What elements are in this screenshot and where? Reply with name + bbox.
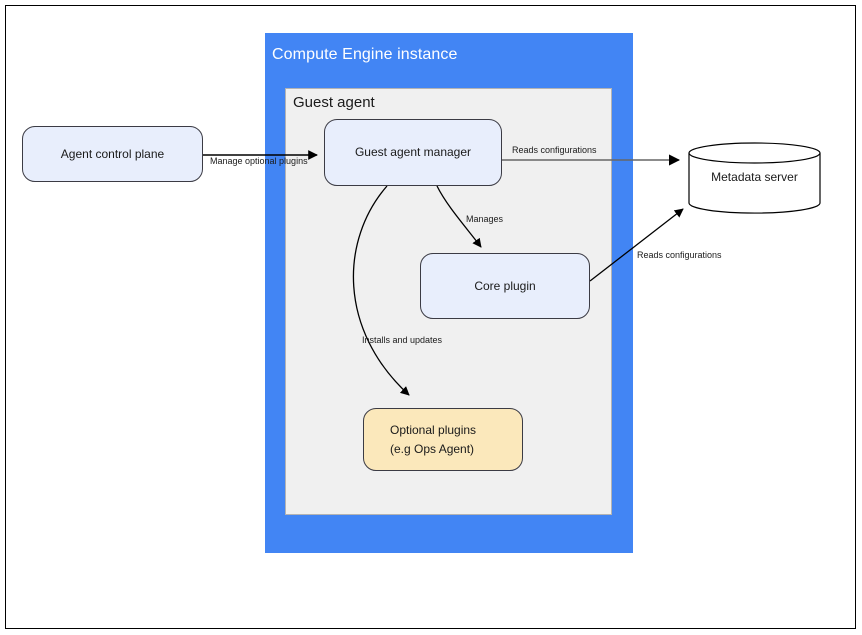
node-guest-agent-manager[interactable]: Guest agent manager	[324, 119, 502, 186]
node-metadata-server[interactable]	[688, 142, 821, 214]
node-optional-plugins[interactable]: Optional plugins (e.g Ops Agent)	[363, 408, 523, 471]
node-optional-plugins-label-line1: Optional plugins	[390, 422, 477, 437]
edge-label-installs-and-updates: Installs and updates	[362, 335, 443, 345]
node-optional-plugins-label-line2: (e.g Ops Agent)	[390, 441, 475, 456]
guest-agent-label: Guest agent	[293, 94, 375, 111]
edge-label-manage-optional-plugins: Manage optional plugins	[210, 156, 308, 166]
edge-label-reads-configurations-core: Reads configurations	[637, 250, 722, 260]
node-guest-agent-manager-label: Guest agent manager	[354, 145, 472, 160]
node-agent-control-plane-label: Agent control plane	[60, 146, 165, 161]
node-optional-plugins-label-group: Optional plugins (e.g Ops Agent)	[390, 421, 476, 458]
edge-label-manages: Manages	[466, 214, 504, 224]
node-core-plugin[interactable]: Core plugin	[420, 253, 590, 319]
edge-label-reads-configurations-manager: Reads configurations	[512, 145, 597, 155]
node-agent-control-plane[interactable]: Agent control plane	[22, 126, 203, 182]
node-core-plugin-label: Core plugin	[474, 278, 536, 293]
compute-engine-instance-label: Compute Engine instance	[272, 46, 458, 63]
node-metadata-server-label: Metadata server	[711, 170, 798, 184]
